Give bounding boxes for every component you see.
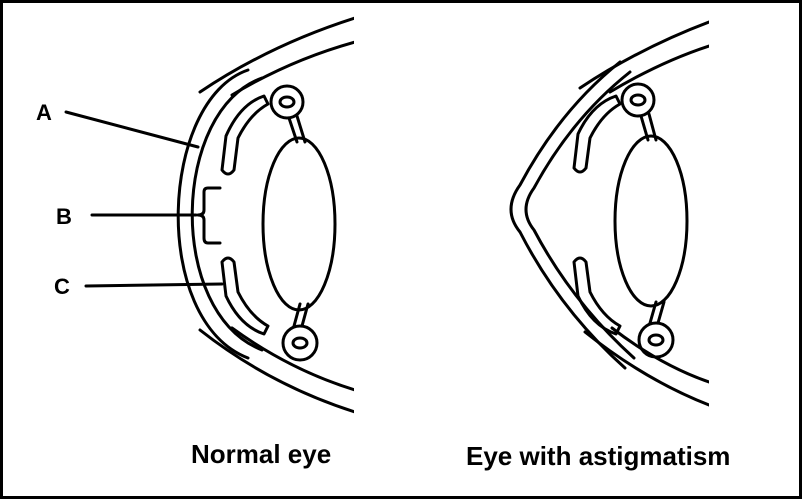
iris-upper	[222, 96, 268, 174]
astig-iris-upper	[574, 96, 620, 172]
astig-cornea-inner	[526, 72, 634, 358]
astig-lens	[615, 136, 687, 306]
astig-ciliary-body-lower-inner	[649, 335, 663, 345]
label-b: B	[56, 206, 72, 228]
caption-astigmatism-eye: Eye with astigmatism	[466, 443, 730, 469]
ciliary-body-upper-inner	[280, 97, 294, 107]
pointer-a	[66, 112, 198, 147]
astig-ciliary-body-upper-inner	[631, 95, 645, 105]
astig-ciliary-body-upper	[622, 84, 654, 116]
caption-normal-eye: Normal eye	[191, 441, 331, 467]
iris-lower	[222, 258, 268, 334]
astig-sclera-top-inner	[610, 46, 709, 92]
astig-sclera-bottom-outer	[585, 332, 709, 405]
normal-eye	[66, 18, 355, 412]
label-c: C	[54, 276, 70, 298]
astig-ciliary-body-lower	[639, 323, 673, 357]
ciliary-body-lower-inner	[293, 338, 307, 348]
bracket-b	[198, 188, 220, 243]
astigmatism-eye	[511, 22, 709, 405]
normal-sclera-top-outer	[200, 18, 355, 92]
ciliary-body-lower	[283, 326, 317, 360]
pointer-c	[86, 284, 222, 286]
label-a: A	[36, 102, 52, 124]
lens	[263, 138, 335, 310]
ciliary-body-upper	[271, 86, 303, 118]
